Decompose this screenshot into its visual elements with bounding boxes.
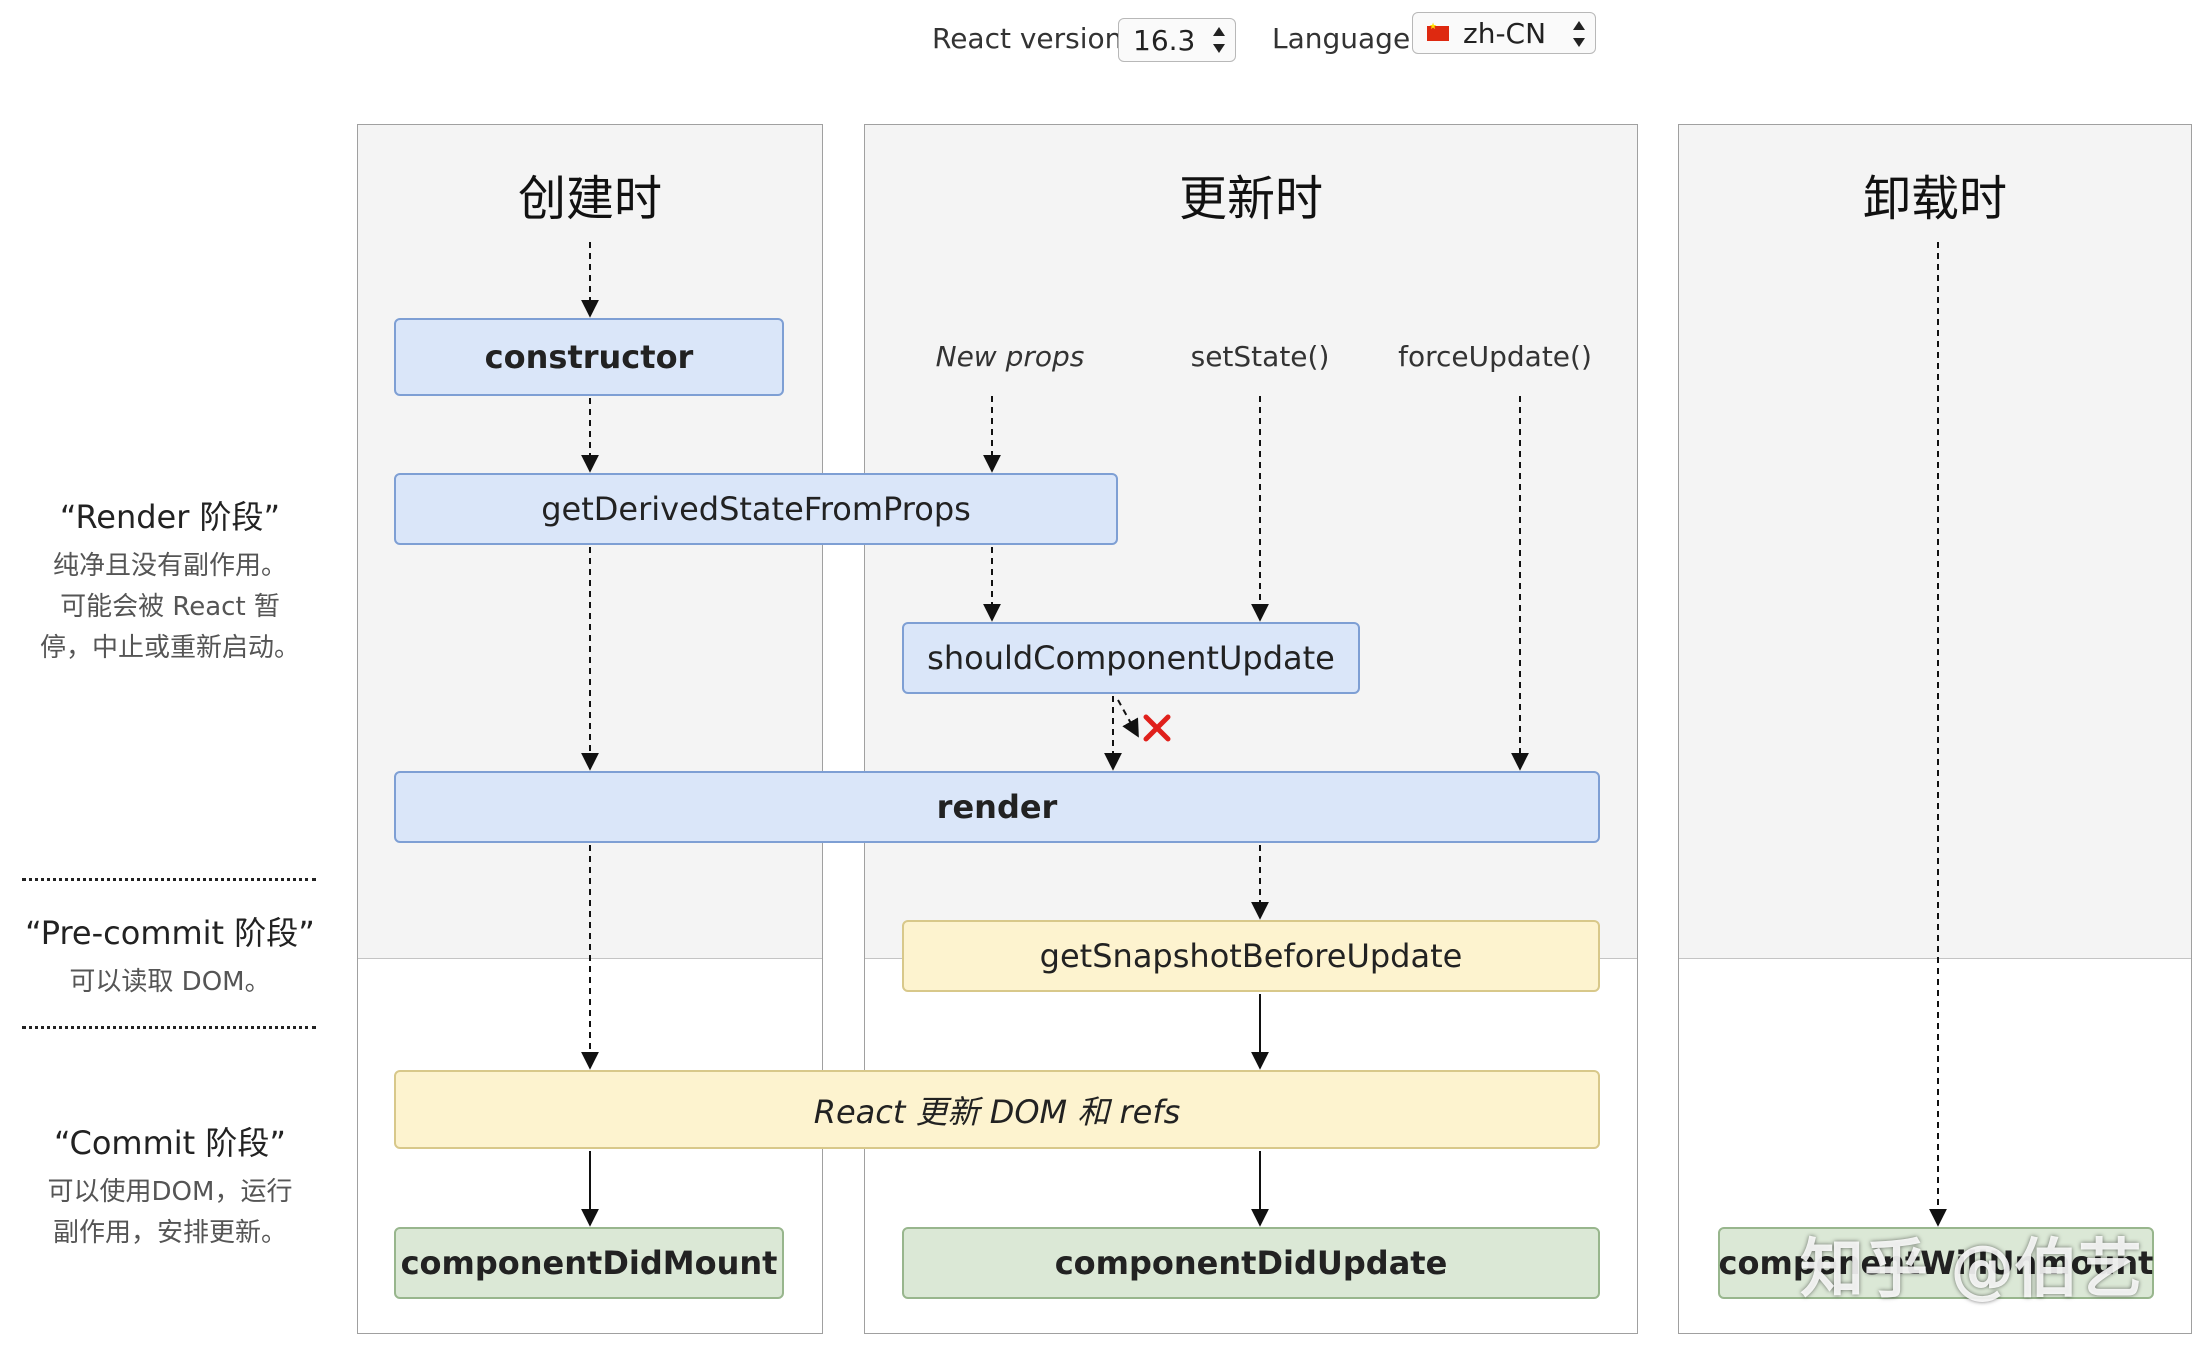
render-phase-title: “Render 阶段”: [59, 498, 281, 536]
phase-divider: [22, 1026, 316, 1029]
unmount-column: 卸载时: [1678, 124, 2192, 1334]
react-version-select[interactable]: 16.3: [1118, 18, 1236, 62]
mount-column-title: 创建时: [517, 171, 662, 227]
phase-divider: [22, 878, 316, 881]
precommit-phase-title: “Pre-commit 阶段”: [25, 914, 315, 952]
component-will-unmount-box: componentWillUnmount: [1718, 1227, 2154, 1299]
render-phase-description: 纯净且没有副作用。 可能会被 React 暂 停，中止或重新启动。: [20, 546, 320, 669]
render-box: render: [394, 771, 1600, 843]
commit-desc-line: 副作用，安排更新。: [52, 1218, 287, 1248]
language-select[interactable]: zh-CN: [1412, 12, 1596, 54]
update-column: 更新时: [864, 124, 1638, 1334]
commit-desc-line: 可以使用DOM，运行: [47, 1177, 293, 1207]
china-flag-icon: [1427, 22, 1449, 41]
commit-phase-title: “Commit 阶段”: [54, 1124, 286, 1162]
update-column-title: 更新时: [1178, 171, 1323, 227]
render-desc-line: 停，中止或重新启动。: [39, 633, 300, 663]
new-props-trigger: New props: [935, 340, 1085, 373]
render-desc-line: 可能会被 React 暂: [60, 592, 280, 622]
select-arrows-icon: [1573, 18, 1587, 50]
mount-column: 创建时: [357, 124, 823, 1334]
constructor-box: constructor: [394, 318, 784, 396]
react-version-label: React version: [932, 22, 1123, 55]
component-did-update-box: componentDidUpdate: [902, 1227, 1600, 1299]
get-derived-state-from-props-box: getDerivedStateFromProps: [394, 473, 1118, 545]
precommit-desc-line: 可以读取 DOM。: [69, 967, 271, 997]
unmount-render-area: [1679, 125, 2191, 959]
set-state-trigger: setState(): [1190, 340, 1330, 373]
component-did-mount-box: componentDidMount: [394, 1227, 784, 1299]
react-updates-dom-box: React 更新 DOM 和 refs: [394, 1070, 1600, 1149]
select-arrows-icon: [1213, 24, 1227, 56]
should-component-update-box: shouldComponentUpdate: [902, 622, 1360, 694]
force-update-trigger: forceUpdate(): [1398, 340, 1592, 373]
language-value: zh-CN: [1463, 16, 1547, 50]
react-version-value: 16.3: [1133, 23, 1196, 57]
get-snapshot-before-update-box: getSnapshotBeforeUpdate: [902, 920, 1600, 992]
unmount-column-title: 卸载时: [1862, 171, 2007, 227]
render-desc-line: 纯净且没有副作用。: [52, 551, 287, 581]
commit-phase-description: 可以使用DOM，运行 副作用，安排更新。: [20, 1172, 320, 1254]
language-label: Language: [1272, 22, 1411, 55]
precommit-phase-description: 可以读取 DOM。: [20, 962, 320, 1003]
watermark: 知乎 @伯艺: [1800, 1233, 2143, 1307]
